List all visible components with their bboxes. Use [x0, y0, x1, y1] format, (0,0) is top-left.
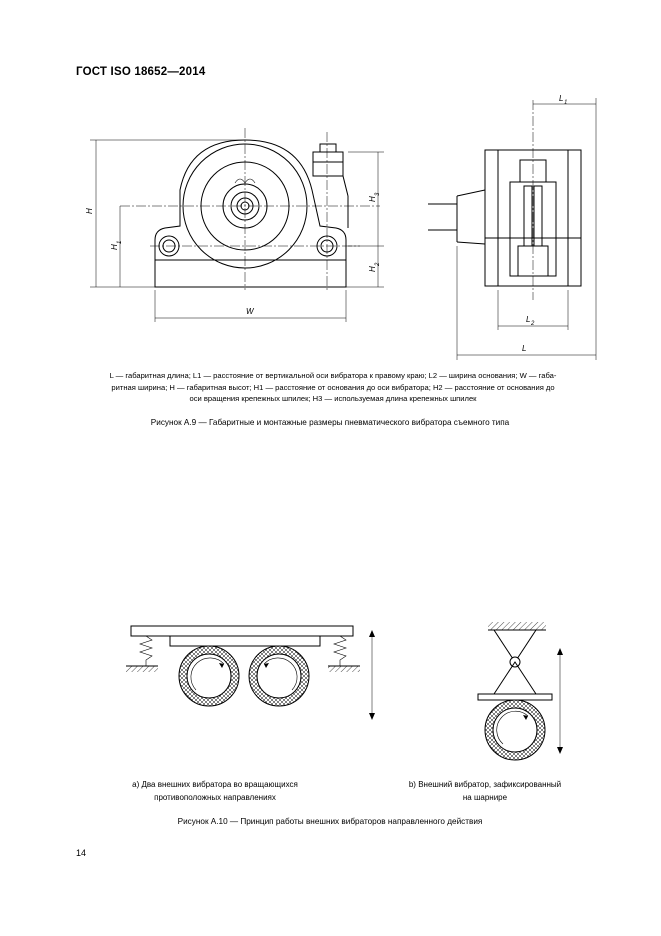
- label-W: W: [246, 307, 255, 316]
- front-view: [120, 128, 380, 292]
- label-H: H: [85, 208, 94, 214]
- page-number: 14: [76, 848, 87, 858]
- label-L1: L: [559, 94, 563, 103]
- front-view-dimensions: [90, 139, 384, 322]
- subcaption-a-line-1: a) Два внешних вибратора во вращающихся: [132, 780, 298, 789]
- subcaption-b-line-2: на шарнире: [462, 793, 508, 802]
- subcaption-a-line-2: противоположных направлениях: [154, 793, 276, 802]
- label-H1-sub: 1: [117, 241, 123, 244]
- label-H2: H: [368, 266, 377, 272]
- side-view: [428, 100, 582, 300]
- legend-line-2: ритная ширина; H — габаритная высот; H1 …: [111, 382, 555, 392]
- figure-a10a-drawing: [126, 625, 375, 720]
- label-H3: H: [368, 196, 377, 202]
- side-view-dimensions: [456, 98, 597, 360]
- label-L1-sub: 1: [564, 100, 567, 106]
- figure-a10-subcaption-a: a) Два внешних вибратора во вращающихся …: [90, 778, 340, 804]
- subcaption-b-line-1: b) Внешний вибратор, зафиксированный: [408, 780, 562, 789]
- figure-a9-caption: Рисунок А.9 — Габаритные и монтажные раз…: [150, 418, 510, 427]
- document-header: ГОСТ ISO 18652—2014: [76, 66, 206, 78]
- label-L2: L: [526, 315, 530, 324]
- figure-a9-legend: L — габаритная длина; L1 — расстояние от…: [78, 370, 588, 405]
- label-H3-sub: 3: [375, 192, 381, 196]
- legend-line-3: оси вращения крепежных шпилек; H3 — испо…: [189, 394, 477, 403]
- label-L: L: [522, 344, 526, 353]
- figure-a10-caption: Рисунок А.10 — Принцип работы внешних ви…: [177, 817, 483, 826]
- legend-line-1: L — габаритная длина; L1 — расстояние от…: [109, 371, 557, 380]
- label-L2-sub: 2: [530, 321, 535, 327]
- label-H2-sub: 2: [375, 262, 381, 267]
- figure-a10b-drawing: [477, 622, 563, 761]
- label-H1: H: [110, 244, 119, 250]
- figure-a10-subcaption-b: b) Внешний вибратор, зафиксированный на …: [370, 778, 600, 804]
